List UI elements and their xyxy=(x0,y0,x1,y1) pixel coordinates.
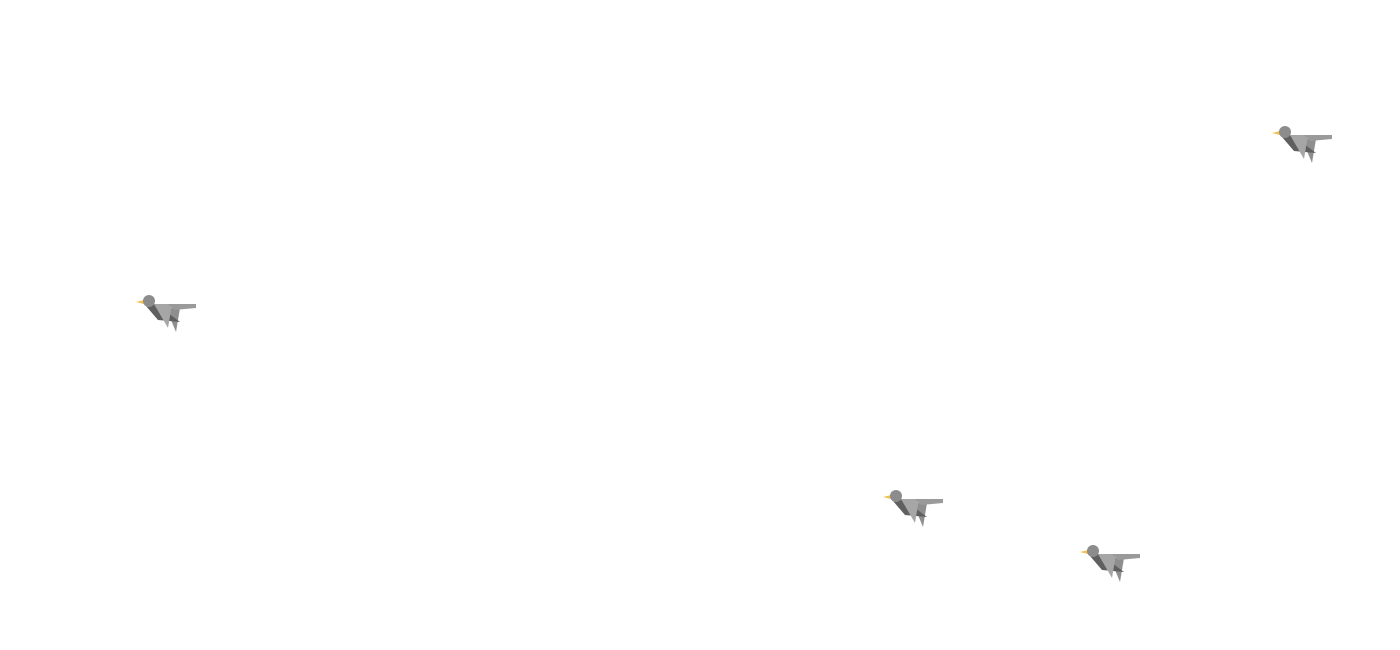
bird-sprite[interactable] xyxy=(1078,542,1142,582)
bird-sprite[interactable] xyxy=(881,487,945,527)
flying-bird-icon xyxy=(136,295,196,332)
flying-bird-icon xyxy=(1080,545,1140,582)
bird-sprite[interactable] xyxy=(1270,123,1334,163)
flying-bird-icon xyxy=(1272,126,1332,163)
bird-sprite[interactable] xyxy=(134,292,198,332)
flying-bird-icon xyxy=(883,490,943,527)
